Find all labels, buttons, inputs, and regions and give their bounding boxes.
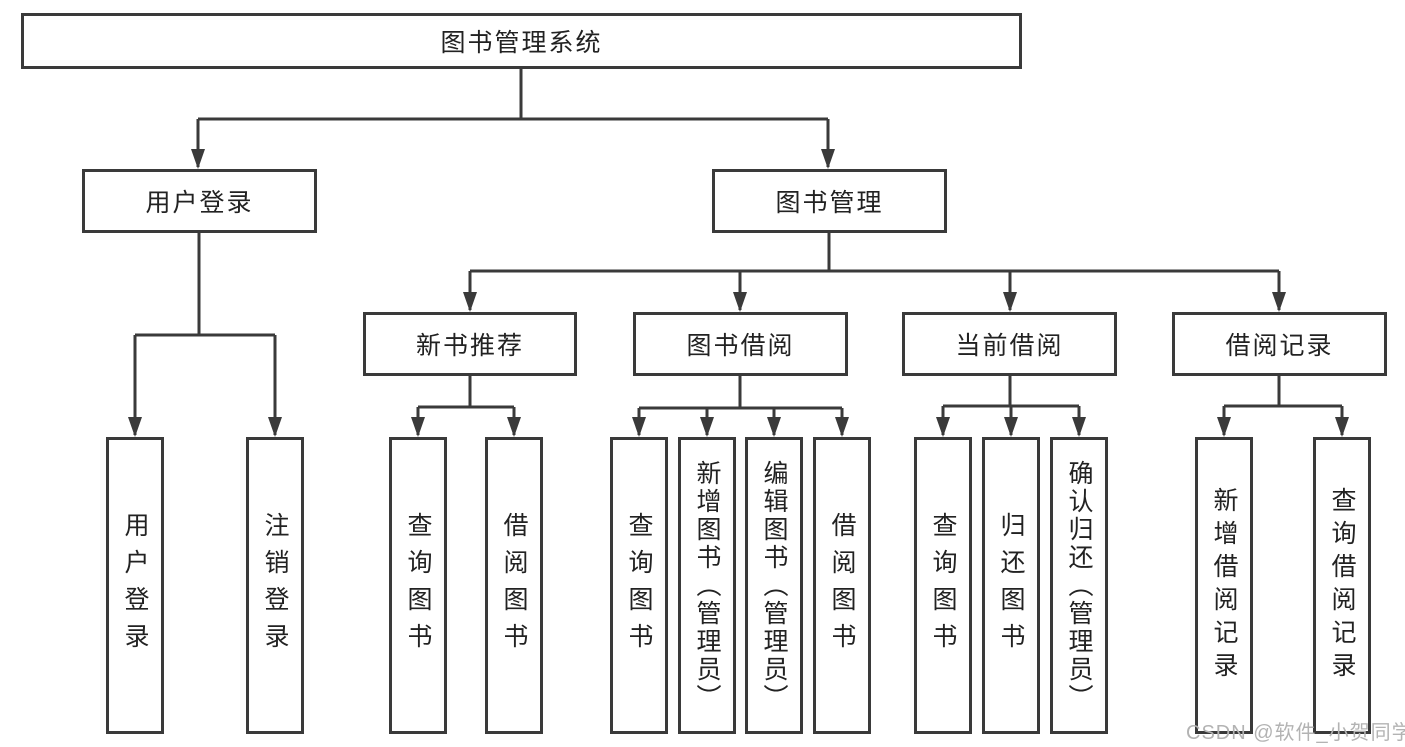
node-book-borrow: 图书借阅 [633,312,848,376]
node-borrow-book-recommend: 借阅图书 [485,437,543,734]
node-label: 借阅记录 [1225,332,1334,360]
node-label: 用户登录 [145,189,254,217]
node-label: 查询图书 [929,511,957,660]
csdn-watermark: CSDN @软件_小贺同学 [1186,722,1405,744]
node-borrow-book: 借阅图书 [813,437,871,734]
node-label: 查询图书 [404,511,432,660]
node-label: 确认归还（管理员） [1065,459,1093,712]
node-label: 查询图书 [625,511,653,660]
node-user-login-action: 用户登录 [106,437,164,734]
node-return-book: 归还图书 [982,437,1040,734]
node-add-book-admin: 新增图书（管理员） [678,437,736,734]
node-label: 用户登录 [121,511,149,660]
node-label: 图书借阅 [686,332,795,360]
node-logout-action: 注销登录 [246,437,304,734]
node-search-borrow-record: 查询借阅记录 [1313,437,1371,734]
node-label: 借阅图书 [828,511,856,660]
node-borrow-record: 借阅记录 [1172,312,1387,376]
node-label: 查询借阅记录 [1328,486,1356,685]
node-user-login: 用户登录 [82,169,317,233]
node-label: 新书推荐 [415,332,524,360]
node-label: 图书管理系统 [440,29,603,57]
node-label: 图书管理 [775,189,884,217]
node-add-borrow-record: 新增借阅记录 [1195,437,1253,734]
node-search-book-current: 查询图书 [914,437,972,734]
node-label: 新增借阅记录 [1210,486,1238,685]
node-library-system: 图书管理系统 [21,13,1022,69]
node-label: 注销登录 [261,511,289,660]
node-search-book-borrow: 查询图书 [610,437,668,734]
node-confirm-return-admin: 确认归还（管理员） [1050,437,1108,734]
node-current-borrow: 当前借阅 [902,312,1117,376]
node-label: 归还图书 [997,511,1025,660]
node-book-management: 图书管理 [712,169,947,233]
node-search-book-recommend: 查询图书 [389,437,447,734]
node-label: 当前借阅 [955,332,1064,360]
node-label: 借阅图书 [500,511,528,660]
node-new-book-recommend: 新书推荐 [363,312,577,376]
node-label: 编辑图书（管理员） [760,459,788,712]
node-edit-book-admin: 编辑图书（管理员） [745,437,803,734]
node-label: 新增图书（管理员） [693,459,721,712]
